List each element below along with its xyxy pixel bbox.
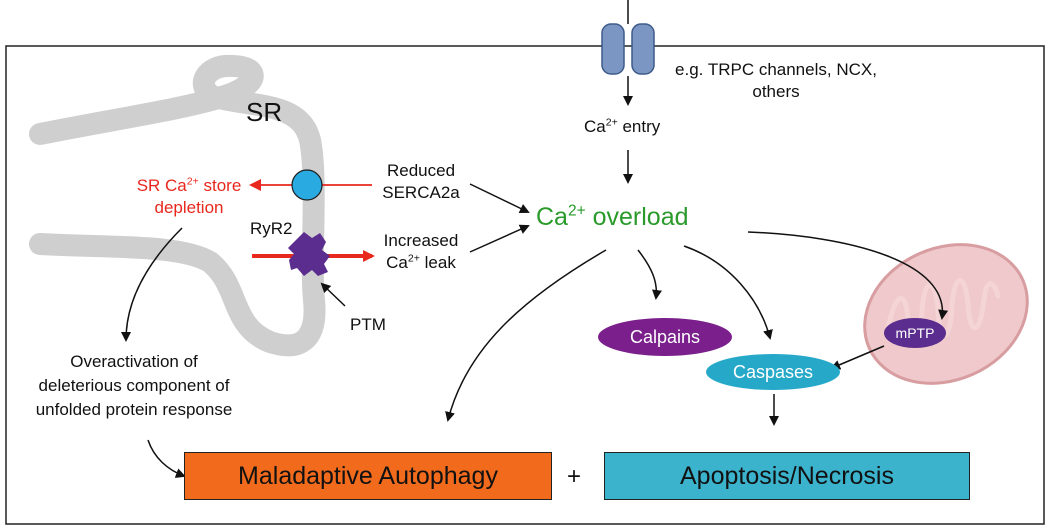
sr-label: SR <box>246 97 283 127</box>
arrow-overload-to-calpains <box>637 249 662 300</box>
arrow-overload-to-autophagy <box>445 249 607 422</box>
channel-label-line2: others <box>752 82 800 101</box>
mptp-node: mPTP <box>884 318 946 348</box>
arrow-depletion-to-upr <box>121 227 183 342</box>
sr-membrane <box>29 54 326 357</box>
mitochondrion-icon <box>863 243 1029 385</box>
ptm-label: PTM <box>350 315 386 334</box>
store-depletion-line2: depletion <box>154 198 224 217</box>
serca-label: Reduced SERCA2a <box>382 161 460 202</box>
autophagy-box: Maladaptive Autophagy <box>184 452 552 500</box>
overload-label: Ca2+ overload <box>536 202 689 231</box>
channel-label-line1: e.g. TRPC channels, NCX, <box>675 60 877 79</box>
arrow-mptp-to-caspases <box>830 345 885 370</box>
membrane-channel-icon <box>601 0 655 75</box>
plus-sign: + <box>567 463 582 490</box>
arrow-ptm-to-ryr2 <box>320 282 346 307</box>
arrow-serca-to-overload <box>469 183 530 214</box>
serca-pump-icon <box>291 169 323 201</box>
ryr2-channel-icon <box>288 232 330 276</box>
ryr2-label: RyR2 <box>250 219 293 238</box>
upr-label: Overactivation of deleterious component … <box>35 352 233 419</box>
caspases-node: Caspases <box>706 354 840 390</box>
arrow-overload-to-mptp <box>747 231 949 320</box>
leak-label: Increased Ca2+ leak <box>383 231 459 272</box>
ca-entry-label: Ca2+ entry <box>584 116 661 136</box>
channel-label: e.g. TRPC channels, NCX, others <box>660 59 892 103</box>
apoptosis-box: Apoptosis/Necrosis <box>604 452 970 500</box>
cell-frame <box>5 45 1045 525</box>
store-depletion-label: SR Ca2+ store depletion <box>108 175 270 219</box>
arrow-overload-to-caspases <box>683 245 773 340</box>
arrow-leak-to-overload <box>469 224 530 253</box>
calpains-node: Calpains <box>598 318 732 356</box>
arrow-upr-to-autophagy <box>147 439 186 478</box>
